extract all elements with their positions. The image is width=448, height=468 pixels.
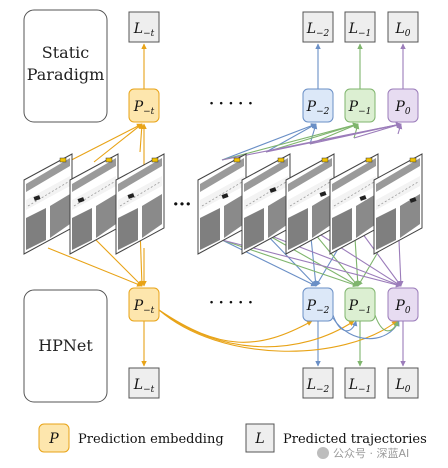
bottom-trajectory-l-minus-2: L−2 bbox=[302, 367, 334, 399]
top-ellipsis: · · · · · bbox=[209, 96, 253, 112]
svg-text:L0: L0 bbox=[394, 21, 410, 39]
legend-embedding-label: Prediction embedding bbox=[78, 432, 224, 447]
legend-embedding-swatch: P bbox=[38, 423, 70, 453]
scene-frame bbox=[329, 153, 379, 255]
bottom-embedding-p-minus-2: P−2 bbox=[302, 287, 334, 322]
scene-frames bbox=[23, 153, 423, 255]
static-paradigm-line1: Static bbox=[42, 43, 89, 62]
svg-text:P: P bbox=[48, 431, 59, 447]
top-trajectory-l-minus-2: L−2 bbox=[302, 11, 334, 43]
svg-text:L0: L0 bbox=[394, 377, 410, 395]
svg-text:L−1: L−1 bbox=[348, 377, 372, 395]
bottom-trajectory-l-minus-t: L−t bbox=[128, 367, 160, 399]
legend-trajectory-label: Predicted trajectories bbox=[283, 432, 427, 447]
top-embedding-p-minus-2: P−2 bbox=[302, 88, 334, 123]
svg-text:P−1: P−1 bbox=[348, 298, 372, 316]
hpnet-box bbox=[23, 289, 108, 403]
bottom-embedding-p-0: P0 bbox=[387, 287, 419, 322]
scene-frame bbox=[69, 153, 119, 255]
top-embedding-p-minus-t: P−t bbox=[128, 88, 160, 123]
watermark: 公众号 · 深蓝AI bbox=[317, 447, 409, 460]
scene-frame bbox=[285, 153, 335, 255]
top-trajectory-l-minus-1: L−1 bbox=[344, 11, 376, 43]
scene-frame bbox=[115, 153, 165, 255]
svg-text:P−t: P−t bbox=[133, 298, 155, 316]
svg-text:P0: P0 bbox=[394, 99, 410, 117]
svg-text:P−1: P−1 bbox=[348, 99, 372, 117]
bottom-ellipsis: · · · · · bbox=[209, 295, 253, 311]
hpnet-label: HPNet bbox=[38, 336, 93, 355]
svg-text:P−2: P−2 bbox=[306, 99, 330, 117]
scene-frame bbox=[197, 153, 247, 255]
watermark-text: 公众号 · 深蓝AI bbox=[333, 447, 409, 460]
legend: P Prediction embedding L Predicted traje… bbox=[38, 423, 427, 453]
legend-trajectory-swatch: L bbox=[245, 423, 275, 453]
static-paradigm-line2: Paradigm bbox=[27, 65, 105, 84]
svg-text:L−t: L−t bbox=[133, 21, 155, 39]
svg-text:P−t: P−t bbox=[133, 99, 155, 117]
top-trajectory-l-0: L0 bbox=[387, 11, 419, 43]
scene-frame bbox=[373, 153, 423, 255]
bottom-trajectory-l-0: L0 bbox=[387, 367, 419, 399]
svg-text:P−2: P−2 bbox=[306, 298, 330, 316]
scene-frame bbox=[23, 153, 73, 255]
scene-frame bbox=[241, 153, 291, 255]
svg-text:L−2: L−2 bbox=[306, 377, 330, 395]
wechat-icon bbox=[317, 447, 329, 459]
svg-text:L−t: L−t bbox=[133, 377, 155, 395]
svg-text:L−1: L−1 bbox=[348, 21, 372, 39]
bottom-embedding-p-minus-1: P−1 bbox=[344, 287, 376, 322]
connection-lines bbox=[47, 43, 406, 367]
svg-text:L: L bbox=[254, 431, 264, 447]
bottom-trajectory-l-minus-1: L−1 bbox=[344, 367, 376, 399]
top-embedding-p-minus-1: P−1 bbox=[344, 88, 376, 123]
svg-text:P0: P0 bbox=[394, 298, 410, 316]
static-paradigm-box bbox=[23, 9, 108, 123]
frames-ellipsis: ··· bbox=[173, 194, 192, 215]
bottom-embedding-p-minus-t: P−t bbox=[128, 287, 160, 322]
svg-text:L−2: L−2 bbox=[306, 21, 330, 39]
top-embedding-p-0: P0 bbox=[387, 88, 419, 123]
top-trajectory-l-minus-t: L−t bbox=[128, 11, 160, 43]
